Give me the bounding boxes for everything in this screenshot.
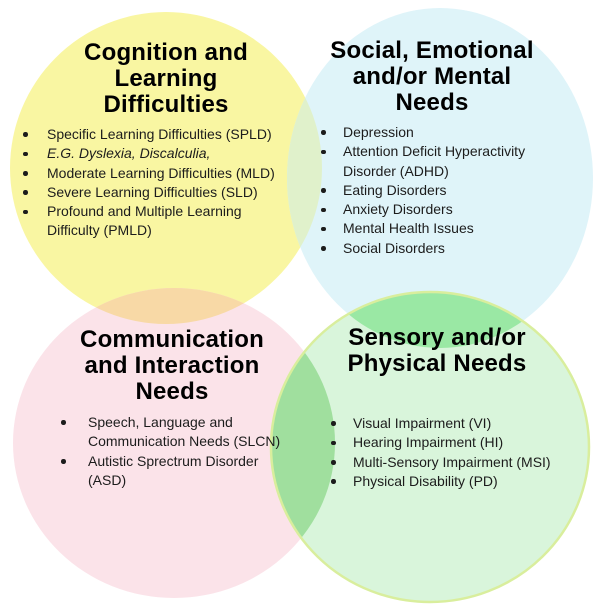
list-item: Anxiety Disorders (320, 200, 542, 219)
list-item: Moderate Learning Difficulties (MLD) (22, 164, 290, 183)
sensory-physical-title: Sensory and/or Physical Needs (347, 324, 527, 377)
list-item: Autistic Sprectrum Disorder (ASD) (60, 452, 288, 491)
communication-interaction-title: Communication and Interaction Needs (80, 326, 264, 405)
social-emotional-mental-title: Social, Emotional and/or Mental Needs (330, 37, 534, 116)
list-item: Hearing Impairment (HI) (330, 433, 568, 452)
list-item: Depression (320, 123, 542, 142)
list-item: Attention Deficit Hyperactivity Disorder… (320, 142, 542, 181)
sensory-circle-rim (269, 290, 591, 604)
list-item: Severe Learning Difficulties (SLD) (22, 183, 290, 202)
list-item: Specific Learning Difficulties (SPLD) (22, 125, 290, 144)
communication-interaction-list: Speech, Language and Communication Needs… (60, 413, 288, 490)
list-item: Mental Health Issues (320, 219, 542, 238)
sensory-physical-list: Visual Impairment (VI)Hearing Impairment… (330, 414, 568, 491)
list-item: Eating Disorders (320, 181, 542, 200)
social-circle (287, 8, 593, 348)
cognition-learning-title: Cognition and Learning Difficulties (84, 39, 248, 118)
list-item: E.G. Dyslexia, Discalculia, (22, 144, 290, 163)
list-item: Multi-Sensory Impairment (MSI) (330, 453, 568, 472)
cognition-circle (10, 12, 322, 324)
sensory-circle (271, 292, 589, 602)
list-item: Speech, Language and Communication Needs… (60, 413, 288, 452)
list-item: Social Disorders (320, 239, 542, 258)
list-item: Physical Disability (PD) (330, 472, 568, 491)
cognition-learning-list: Specific Learning Difficulties (SPLD)E.G… (22, 125, 290, 241)
communication-circle (13, 288, 335, 598)
list-item: Visual Impairment (VI) (330, 414, 568, 433)
list-item: Profound and Multiple Learning Difficult… (22, 202, 290, 241)
